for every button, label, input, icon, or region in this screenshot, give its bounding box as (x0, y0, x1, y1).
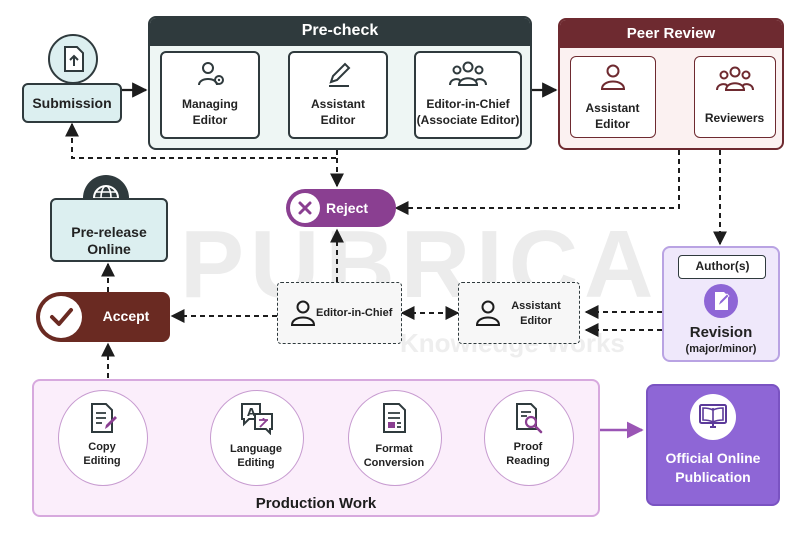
pre-release-line2: Online (87, 241, 131, 257)
precheck-header (150, 18, 530, 46)
revision-sublabel: (major/minor) (685, 343, 757, 355)
language-editing-line1: Language (230, 443, 282, 455)
managing-editor-line2: Editor (192, 113, 228, 127)
proof-reading-line1: Proof (513, 441, 543, 453)
publication-line1: Official Online (665, 450, 761, 466)
arrow-peer-to-reject (394, 150, 680, 215)
user-icon (290, 300, 316, 326)
production-title: Production Work (255, 495, 377, 512)
decision-assistant-box[interactable]: Assistant Editor (458, 282, 580, 344)
authors-tag (678, 255, 766, 279)
reviewers-card[interactable]: Reviewers (694, 56, 776, 138)
upload-document-icon (48, 34, 98, 84)
user-gear-icon (198, 62, 224, 86)
translate-icon: A (241, 403, 273, 435)
precheck-assistant-line2: Editor (320, 113, 356, 127)
decision-eic-label: Editor-in-Chief (316, 307, 393, 319)
check-icon (40, 296, 82, 338)
precheck-assistant-line1: Assistant (310, 97, 366, 111)
production-step-format-conversion[interactable]: Format Conversion (348, 390, 442, 486)
user-icon (475, 300, 501, 326)
revision-label: Revision (689, 324, 753, 341)
reject-label: Reject (326, 200, 369, 216)
submission-box[interactable]: Submission (22, 83, 122, 123)
precheck-eic-line1: Editor-in-Chief (426, 97, 510, 111)
reject-button[interactable]: Reject (286, 189, 396, 227)
managing-editor-line1: Managing (182, 97, 238, 111)
peer-assistant-line2: Editor (595, 117, 630, 131)
peer-review-title: Peer Review (626, 25, 716, 42)
official-publication-box[interactable]: Official Online Publication (646, 384, 780, 506)
accept-label: Accept (102, 308, 150, 324)
pen-icon (329, 62, 351, 87)
precheck-eic-line2: (Associate Editor) (416, 113, 520, 127)
submission-label: Submission (32, 95, 112, 111)
document-icon (383, 403, 406, 433)
magnifier-document-icon (516, 403, 543, 434)
revision-box[interactable]: Author(s) Revision (major/minor) (662, 246, 780, 362)
book-monitor-icon (690, 394, 736, 440)
copy-editing-line2: Editing (83, 455, 121, 467)
decision-eic-box[interactable]: Editor-in-Chief (277, 282, 402, 344)
peer-assistant-editor-card[interactable]: Assistant Editor (570, 56, 656, 138)
watermark-logo: PUBRICA (180, 211, 660, 318)
format-conversion-line1: Format (375, 443, 413, 455)
precheck-managing-editor-card[interactable]: Managing Editor (160, 51, 260, 139)
production-step-proof-reading[interactable]: Proof Reading (484, 390, 574, 486)
copy-editing-line1: Copy (88, 441, 116, 453)
peer-review-header (560, 20, 782, 48)
language-editing-line2: Editing (237, 457, 275, 469)
accept-button[interactable]: Accept (36, 292, 170, 342)
reviewers-label: Reviewers (704, 111, 765, 125)
peer-assistant-line1: Assistant (585, 101, 640, 115)
pre-release-box[interactable]: Pre-release Online (50, 198, 168, 262)
format-conversion-line2: Conversion (363, 457, 425, 469)
production-step-language-editing[interactable]: A Language Editing (210, 390, 304, 486)
document-pen-icon (91, 403, 117, 433)
precheck-title: Pre-check (301, 22, 379, 39)
pre-release-line1: Pre-release (71, 224, 147, 240)
precheck-assistant-editor-card[interactable]: Assistant Editor (288, 51, 388, 139)
decision-assistant-line2: Editor (520, 315, 552, 327)
production-step-copy-editing[interactable]: Copy Editing (58, 390, 148, 486)
group-icon (716, 66, 754, 91)
proof-reading-line2: Reading (506, 455, 550, 467)
publication-line2: Publication (675, 469, 751, 485)
precheck-eic-card[interactable]: Editor-in-Chief (Associate Editor) (414, 51, 522, 139)
edit-document-icon (704, 284, 738, 318)
group-icon (449, 61, 487, 86)
close-icon (290, 193, 320, 223)
decision-assistant-line1: Assistant (511, 300, 561, 312)
svg-text:A: A (247, 406, 256, 419)
user-icon (600, 64, 626, 90)
authors-label: Author(s) (695, 259, 750, 273)
